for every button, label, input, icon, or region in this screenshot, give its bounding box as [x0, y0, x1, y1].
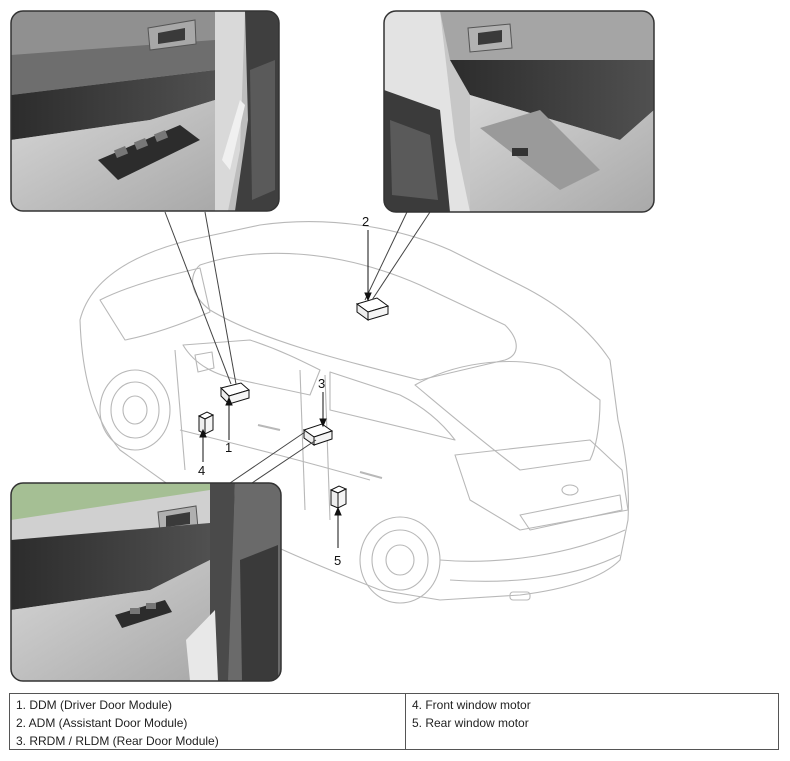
callout-arrows: [199, 230, 372, 548]
photo-rear-door: [10, 482, 282, 682]
adm-box: [355, 297, 390, 321]
photo-assistant-door: [383, 10, 655, 213]
legend-table: 1. DDM (Driver Door Module) 2. ADM (Assi…: [9, 693, 779, 750]
legend-item-rear-door-module: 3. RRDM / RLDM (Rear Door Module): [16, 734, 219, 748]
callout-label-1: 1: [225, 440, 232, 455]
photo-leader-lines: [164, 211, 431, 484]
callout-label-2: 2: [362, 214, 369, 229]
legend-item-adm: 2. ADM (Assistant Door Module): [16, 716, 188, 730]
legend-column-right: 4. Front window motor 5. Rear window mot…: [406, 694, 778, 749]
door-module-location-diagram: 1 2 3 4 5: [10, 10, 655, 682]
rear-door-module-box: [302, 423, 334, 446]
legend-item-front-window-motor: 4. Front window motor: [412, 698, 531, 712]
ddm-box: [220, 382, 251, 406]
rear-window-motor-box: [329, 485, 348, 509]
callout-label-5: 5: [334, 553, 341, 568]
callout-label-4: 4: [198, 463, 205, 478]
component-boxes: [197, 297, 390, 509]
legend-column-left: 1. DDM (Driver Door Module) 2. ADM (Assi…: [10, 694, 406, 749]
photo-driver-door: [10, 10, 280, 212]
car-line-drawing: [79, 221, 629, 604]
callout-label-3: 3: [318, 376, 325, 391]
front-window-motor-box: [197, 411, 215, 435]
legend-item-ddm: 1. DDM (Driver Door Module): [16, 698, 173, 712]
legend-item-rear-window-motor: 5. Rear window motor: [412, 716, 529, 730]
